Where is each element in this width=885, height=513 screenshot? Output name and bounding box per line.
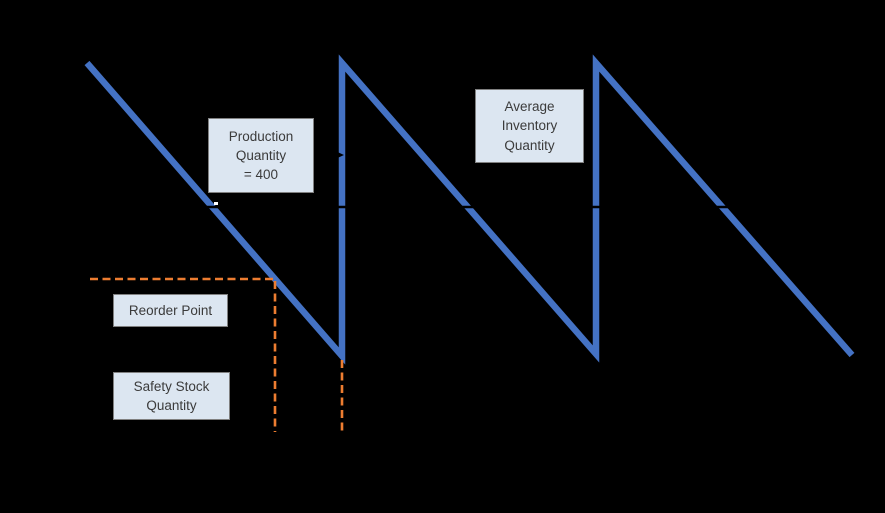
reorder-point-callout: Reorder Point [113, 294, 228, 327]
production-connector-arrowhead [332, 149, 344, 161]
average-line-marker-dot [214, 202, 218, 205]
average-inventory-quantity-callout: Average Inventory Quantity [475, 89, 584, 163]
production-quantity-callout: Production Quantity = 400 [208, 118, 314, 193]
safety-stock-quantity-callout: Safety Stock Quantity [113, 372, 230, 420]
inventory-sawtooth-line [84, 54, 855, 365]
